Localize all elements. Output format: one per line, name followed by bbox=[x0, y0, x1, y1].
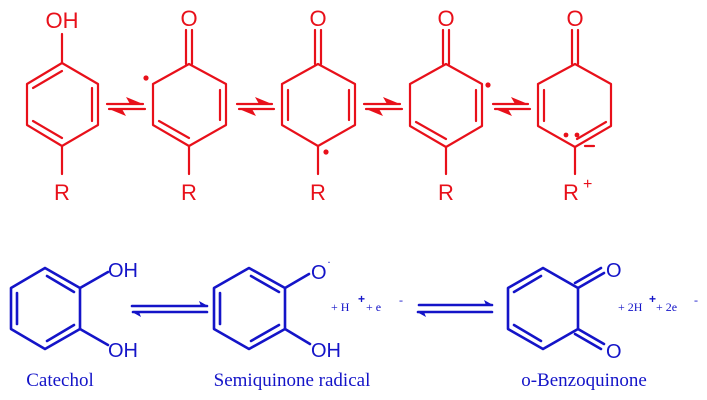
atom-oh: OH bbox=[46, 8, 79, 33]
proton-charge: + bbox=[649, 292, 656, 306]
label-catechol: Catechol bbox=[26, 370, 94, 391]
double-bond-inner bbox=[512, 274, 543, 294]
double-bond-inner bbox=[157, 119, 191, 140]
equilibrium-arrow-1 bbox=[105, 97, 147, 116]
structure-phenol: OH R bbox=[25, 8, 100, 205]
structure-catechol: OH OH Catechol bbox=[9, 260, 138, 391]
atom-o: O bbox=[437, 6, 454, 31]
atom-o: O bbox=[309, 6, 326, 31]
byproduct-text: + e bbox=[366, 300, 381, 314]
radical-dot bbox=[143, 75, 149, 81]
atom-oh-lower: OH bbox=[311, 340, 341, 362]
double-bond-inner bbox=[31, 69, 64, 90]
catechol-oxidation-scheme: OH OH Catechol O · OH Semiquinone radica… bbox=[9, 255, 698, 391]
atom-oh-upper: OH bbox=[108, 260, 138, 282]
double-bond-inner bbox=[45, 274, 76, 294]
structure-semiquinone: O · OH Semiquinone radical bbox=[212, 255, 371, 391]
electron-charge: - bbox=[399, 293, 403, 307]
radical-dot bbox=[323, 149, 329, 155]
electron-charge: - bbox=[694, 293, 698, 307]
phenol-resonance-scheme: OH R O R bbox=[25, 6, 613, 205]
label-semiquinone: Semiquinone radical bbox=[214, 370, 371, 391]
equilibrium-arrow-3 bbox=[362, 97, 404, 116]
double-bond-inner bbox=[249, 323, 281, 343]
proton-charge: + bbox=[358, 292, 365, 306]
double-bond-inner bbox=[414, 120, 448, 141]
atom-o-upper: O bbox=[606, 260, 622, 282]
lone-pair-dot bbox=[563, 132, 569, 138]
atom-o-radical: O bbox=[311, 262, 327, 284]
byproduct-text: + 2H bbox=[618, 300, 643, 314]
double-bond-inner bbox=[45, 323, 76, 343]
byproduct-h-e: + H + + e - bbox=[331, 292, 403, 314]
structure-zwitterion: O R + bbox=[536, 6, 613, 205]
radical-dot: · bbox=[327, 255, 331, 269]
structure-o-benzoquinone: O O o-Benzoquinone bbox=[506, 260, 647, 391]
lone-pair-dot bbox=[574, 132, 580, 138]
atom-r: R bbox=[438, 180, 454, 205]
double-bond-inner bbox=[31, 119, 64, 140]
byproduct-2h-2e: + 2H + + 2e - bbox=[618, 292, 698, 314]
double-bond-inner bbox=[512, 323, 543, 343]
label-o-benzoquinone: o-Benzoquinone bbox=[521, 370, 647, 391]
atom-r: R bbox=[54, 180, 70, 205]
structure-ortho-radical-right: O R bbox=[408, 6, 491, 205]
atom-o: O bbox=[180, 6, 197, 31]
double-bond-inner bbox=[575, 120, 608, 141]
atom-r: R bbox=[310, 180, 326, 205]
equilibrium-arrow-4 bbox=[491, 97, 532, 116]
benzene-ring bbox=[25, 61, 100, 148]
double-bond-inner bbox=[249, 274, 281, 294]
radical-dot bbox=[485, 82, 491, 88]
atom-oh-lower: OH bbox=[108, 340, 138, 362]
atom-o: O bbox=[566, 6, 583, 31]
atom-r: R bbox=[181, 180, 197, 205]
equilibrium-arrow-blue-1 bbox=[130, 301, 209, 317]
positive-charge: + bbox=[583, 176, 592, 193]
atom-o-lower: O bbox=[606, 341, 622, 363]
atom-r: R bbox=[563, 180, 579, 205]
equilibrium-arrow-2 bbox=[235, 97, 276, 116]
equilibrium-arrow-blue-2 bbox=[416, 300, 494, 317]
byproduct-text: + 2e bbox=[656, 300, 677, 314]
byproduct-text: + H bbox=[331, 300, 350, 314]
structure-ortho-radical-left: O R bbox=[143, 6, 228, 205]
structure-para-radical: O R bbox=[280, 6, 357, 205]
